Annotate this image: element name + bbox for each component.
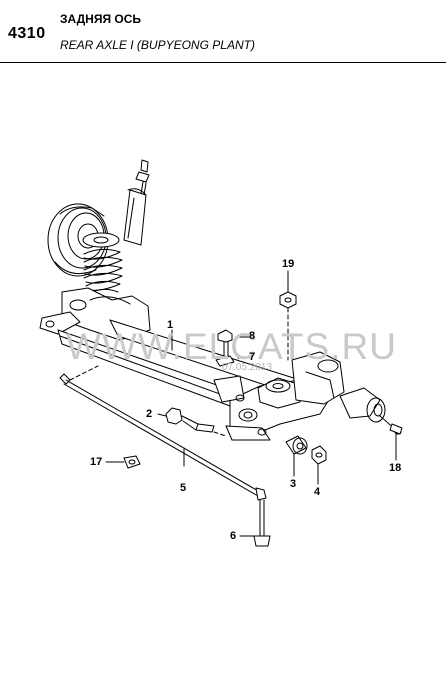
- bushing-3: [285, 435, 308, 477]
- nut-19: [279, 270, 297, 309]
- watermark-date: 07.05.2013: [222, 362, 273, 373]
- callout-19: 19: [282, 258, 295, 270]
- callout-1: 1: [167, 319, 174, 331]
- title-english: REAR AXLE I (BUPYEONG PLANT): [60, 38, 255, 52]
- callout-18: 18: [389, 462, 402, 474]
- callout-17: 17: [90, 456, 103, 468]
- callout-3: 3: [290, 478, 297, 490]
- bolt-6: [239, 499, 271, 547]
- title-russian: ЗАДНЯЯ ОСЬ: [60, 12, 142, 26]
- page-number: 4310: [8, 25, 46, 42]
- page-header: 4310 ЗАДНЯЯ ОСЬ REAR AXLE I (BUPYEONG PL…: [0, 0, 446, 64]
- coil-spring: [82, 232, 123, 295]
- right-spring-seat: [257, 351, 345, 409]
- rear-axle-exploded-diagram: [39, 159, 403, 547]
- watermark-text: WWW.ELCATS.RU: [66, 326, 397, 367]
- callout-8: 8: [249, 330, 256, 342]
- bolt-18: [389, 423, 403, 461]
- shock-absorber: [123, 159, 150, 246]
- bolt-7-8: [215, 329, 250, 367]
- callout-7: 7: [249, 351, 256, 363]
- header-divider: [0, 62, 446, 63]
- callout-6: 6: [230, 530, 237, 542]
- nut-4: [311, 445, 327, 485]
- bolt-2: [157, 407, 215, 433]
- phantom-lines: [69, 307, 289, 437]
- callout-5: 5: [180, 482, 187, 494]
- bracket-17: [105, 455, 141, 469]
- callout-4: 4: [314, 486, 321, 498]
- spindle-flange: [339, 387, 402, 435]
- callout-2: 2: [146, 408, 153, 420]
